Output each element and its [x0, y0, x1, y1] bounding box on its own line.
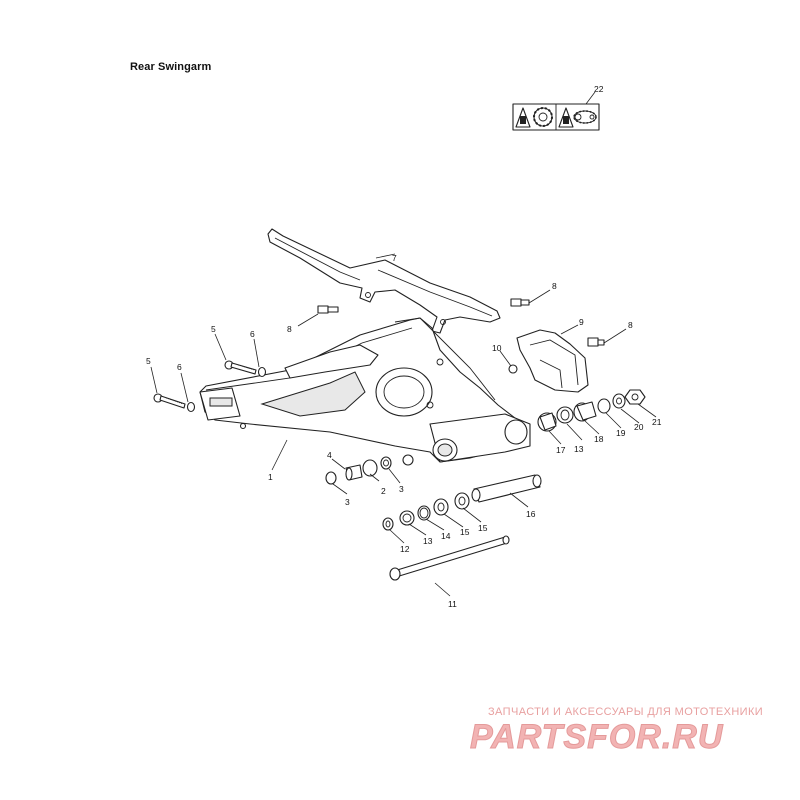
- callout-6: 6: [250, 329, 255, 339]
- callout-12: 12: [400, 544, 410, 554]
- callout-13: 13: [574, 444, 584, 454]
- callout-21: 21: [652, 417, 662, 427]
- callout-1: 1: [268, 472, 273, 482]
- callout-14: 14: [441, 531, 451, 541]
- chain-guard: [267, 228, 501, 334]
- bolt-8-right: [587, 337, 605, 347]
- callout-11: 11: [448, 599, 457, 609]
- callout-2: 2: [381, 486, 386, 496]
- callout-3: 3: [399, 484, 404, 494]
- callout-6: 6: [177, 362, 182, 372]
- bolt-5-upper: [224, 360, 257, 375]
- callout-3: 3: [345, 497, 350, 507]
- washer-6-upper: [257, 366, 267, 378]
- warning-hand-icon: [558, 107, 574, 128]
- callout-8: 8: [287, 324, 292, 334]
- callout-19: 19: [616, 428, 626, 438]
- pivot-shaft: [389, 535, 510, 581]
- callout-5: 5: [146, 356, 151, 366]
- washer-6-lower: [186, 401, 196, 413]
- right-pivot-stack: [537, 389, 646, 432]
- bolt-8-middle: [510, 298, 530, 307]
- callout-8: 8: [552, 281, 557, 291]
- bolt-5-lower: [153, 393, 186, 409]
- left-bushing-stack: [325, 454, 414, 485]
- watermark-tagline: ЗАПЧАСТИ И АКСЕССУАРЫ ДЛЯ МОТОТЕХНИКИ: [488, 706, 764, 718]
- callout-8: 8: [628, 320, 633, 330]
- callout-22: 22: [594, 84, 604, 94]
- info-icon-box: [512, 91, 600, 131]
- callout-7: 7: [392, 253, 397, 263]
- callout-4: 4: [327, 450, 332, 460]
- callout-20: 20: [634, 422, 644, 432]
- bolt-8-left: [317, 305, 339, 314]
- lower-stack: [382, 492, 470, 531]
- swingarm: [199, 317, 531, 463]
- callout-16: 16: [526, 509, 536, 519]
- callout-10: 10: [492, 343, 502, 353]
- warning-hand-icon: [515, 107, 531, 128]
- callout-15: 15: [478, 523, 488, 533]
- diagram-title: Rear Swingarm: [130, 61, 212, 73]
- callout-15: 15: [460, 527, 470, 537]
- nut-10: [508, 364, 518, 374]
- pivot-sleeve: [471, 474, 542, 503]
- callout-13: 13: [423, 536, 433, 546]
- callout-5: 5: [211, 324, 216, 334]
- callout-17: 17: [556, 445, 566, 455]
- chain-slider: [516, 329, 589, 393]
- leader-lines: [150, 253, 657, 597]
- chain-icon: [573, 110, 597, 124]
- callout-9: 9: [579, 317, 584, 327]
- brake-disc-icon: [533, 107, 553, 127]
- watermark-logo: PARTSFOR.RU: [469, 718, 724, 757]
- callout-18: 18: [594, 434, 604, 444]
